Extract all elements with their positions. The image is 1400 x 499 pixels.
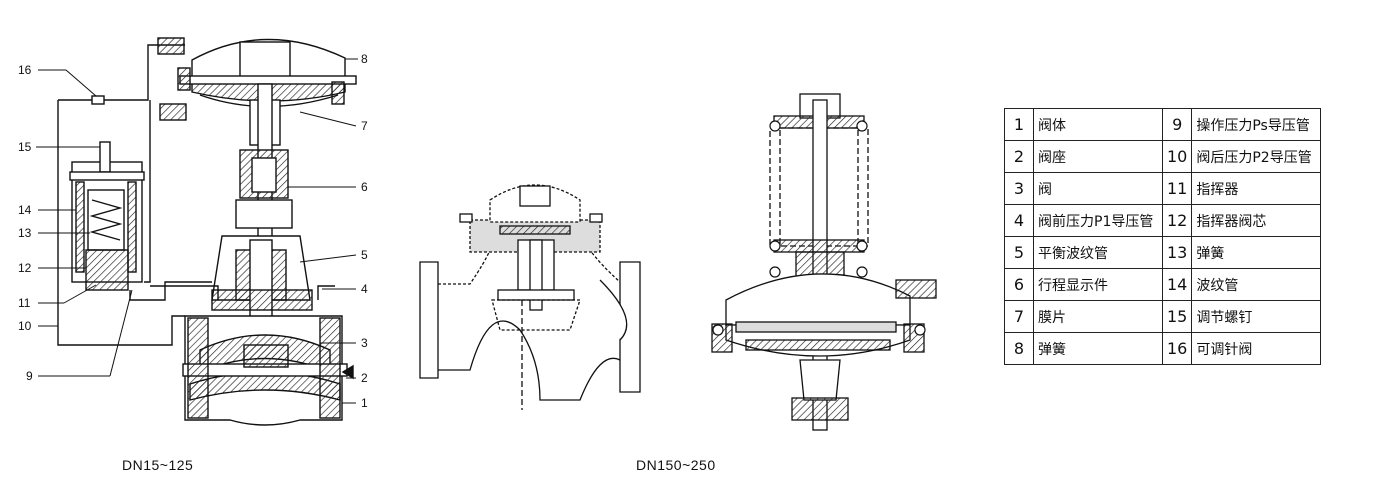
legend-number: 3 xyxy=(1004,172,1034,205)
legend-part-name: 指挥器 xyxy=(1191,172,1322,205)
callout-10: 10 xyxy=(18,319,32,333)
legend-part-name: 调节螺钉 xyxy=(1191,300,1322,333)
legend-part-name: 弹簧 xyxy=(1033,332,1163,365)
legend-number: 6 xyxy=(1004,268,1034,301)
callout-16: 16 xyxy=(18,63,32,77)
legend-part-name: 指挥器阀芯 xyxy=(1191,204,1322,237)
callout-8: 8 xyxy=(361,52,368,66)
callout-11: 11 xyxy=(18,296,31,310)
legend-number: 7 xyxy=(1004,300,1034,333)
legend-number: 15 xyxy=(1161,300,1193,333)
legend-number: 16 xyxy=(1161,332,1193,365)
assembly-dn15-125 xyxy=(57,37,357,426)
callout-12: 12 xyxy=(18,261,32,275)
legend-part-name: 平衡波纹管 xyxy=(1033,236,1163,269)
legend-number: 1 xyxy=(1004,108,1034,141)
assembly-dn150-250-actuator xyxy=(711,93,937,431)
callout-6: 6 xyxy=(361,180,368,194)
legend-part-name: 阀后压力P2导压管 xyxy=(1191,140,1322,173)
legend-part-name: 阀 xyxy=(1033,172,1163,205)
assembly-dn150-250-body xyxy=(419,184,641,410)
legend-number: 8 xyxy=(1004,332,1034,365)
callout-15: 15 xyxy=(18,140,32,154)
callout-14: 14 xyxy=(18,203,32,217)
callout-3: 3 xyxy=(361,336,368,350)
legend-part-name: 膜片 xyxy=(1033,300,1163,333)
legend-number: 14 xyxy=(1161,268,1193,301)
legend-number: 10 xyxy=(1161,140,1193,173)
legend-part-name: 可调针阀 xyxy=(1191,332,1322,365)
callout-1: 1 xyxy=(361,396,368,410)
legend-number: 4 xyxy=(1004,204,1034,237)
legend-number: 5 xyxy=(1004,236,1034,269)
callout-leaders-left xyxy=(36,58,358,404)
legend-part-name: 波纹管 xyxy=(1191,268,1322,301)
callout-13: 13 xyxy=(18,226,32,240)
legend-part-name: 操作压力Ps导压管 xyxy=(1191,108,1322,141)
legend-number: 9 xyxy=(1161,108,1193,141)
legend-part-name: 阀座 xyxy=(1033,140,1163,173)
callout-4: 4 xyxy=(361,282,368,296)
bolt-heads xyxy=(712,120,926,336)
caption-dn15-125: DN15~125 xyxy=(122,457,194,473)
legend-number: 13 xyxy=(1161,236,1193,269)
caption-dn150-250: DN150~250 xyxy=(636,457,716,473)
legend-part-name: 阀前压力P1导压管 xyxy=(1033,204,1163,237)
legend-part-name: 弹簧 xyxy=(1191,236,1322,269)
legend-part-name: 阀体 xyxy=(1033,108,1163,141)
legend-number: 12 xyxy=(1161,204,1193,237)
legend-part-name: 行程显示件 xyxy=(1033,268,1163,301)
callout-7: 7 xyxy=(361,119,368,133)
legend-number: 11 xyxy=(1161,172,1193,205)
callout-2: 2 xyxy=(361,371,368,385)
legend-number: 2 xyxy=(1004,140,1034,173)
callout-9: 9 xyxy=(26,369,33,383)
callout-5: 5 xyxy=(361,248,368,262)
